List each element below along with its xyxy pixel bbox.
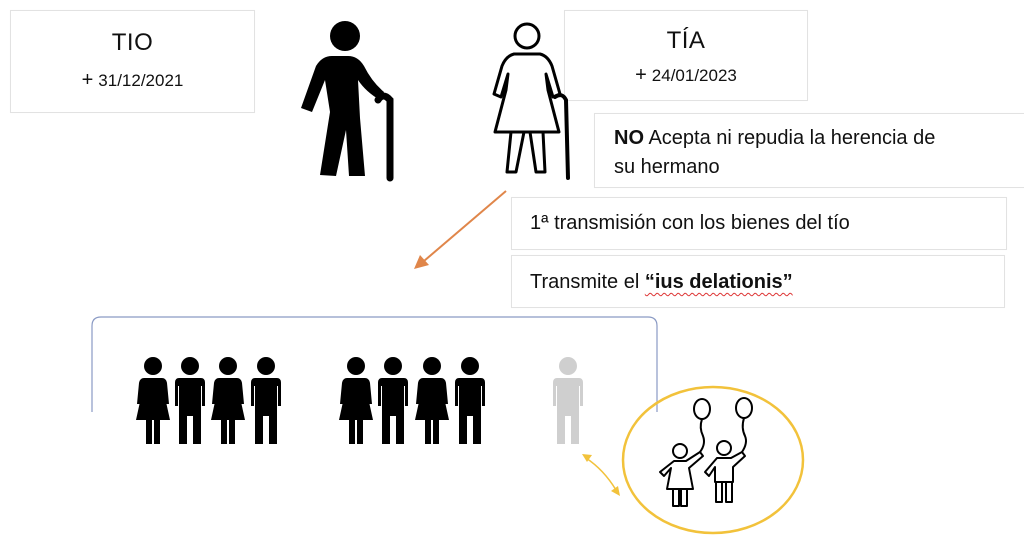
- person-icon: [211, 357, 245, 444]
- heirs-bracket: [91, 316, 658, 412]
- ius-prefix: Transmite el: [530, 271, 645, 293]
- elderly-woman-icon: [492, 22, 570, 180]
- no-accept-note: NO Acepta ni repudia la herencia de su h…: [594, 113, 1024, 188]
- ius-text: Transmite el “ius delationis”: [530, 268, 793, 297]
- transmission-note: 1ª transmisión con los bienes del tío: [511, 197, 1007, 250]
- ius-delationis-note: Transmite el “ius delationis”: [511, 255, 1005, 308]
- person-icon: [339, 357, 373, 444]
- person-icon: [378, 357, 408, 444]
- heirs-group-2: [339, 357, 485, 444]
- children-circle: [621, 385, 805, 535]
- transmission-text: 1ª transmisión con los bienes del tío: [530, 212, 850, 234]
- tia-date: 24/01/2023: [651, 66, 737, 85]
- person-icon: [136, 357, 170, 444]
- deceased-heir-person-icon: [553, 357, 583, 444]
- tia-death-date: +24/01/2023: [565, 64, 807, 87]
- children-with-balloons-icon: [659, 397, 753, 507]
- ius-bold: “ius delationis”: [644, 271, 793, 293]
- heirs-group-1: [136, 357, 281, 444]
- tio-card: TIO +31/12/2021: [10, 10, 255, 113]
- person-icon: [415, 357, 449, 444]
- elderly-man-icon: [301, 21, 394, 182]
- no-accept-text: NO Acepta ni repudia la herencia de su h…: [614, 124, 1019, 182]
- transmission-arrow: [414, 190, 507, 269]
- person-icon: [175, 357, 205, 444]
- tio-date: 31/12/2021: [98, 71, 184, 90]
- double-arrow: [582, 454, 620, 496]
- tia-plus-sign: +: [635, 64, 647, 86]
- no-bold: NO: [614, 127, 644, 149]
- no-accept-line2: su hermano: [614, 156, 720, 178]
- tia-card: TÍA +24/01/2023: [564, 10, 808, 101]
- tio-death-date: +31/12/2021: [11, 69, 254, 92]
- no-accept-rest: Acepta ni repudia la herencia de: [644, 127, 936, 149]
- person-icon: [251, 357, 281, 444]
- tia-title: TÍA: [666, 27, 706, 54]
- tio-title: TIO: [111, 29, 154, 56]
- person-icon: [455, 357, 485, 444]
- tio-plus-sign: +: [81, 69, 94, 91]
